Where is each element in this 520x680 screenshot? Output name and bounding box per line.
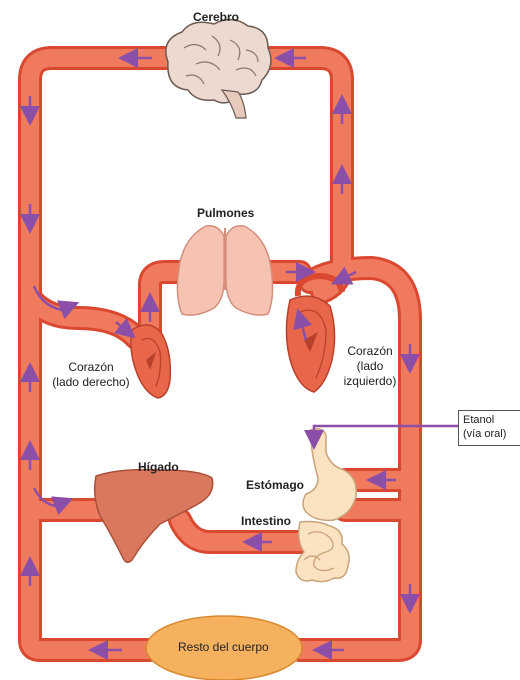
brain-label: Cerebro [193,10,239,25]
stomach-label: Estómago [246,478,304,493]
intestine-label: Intestino [241,514,291,529]
liver-label: Hígado [138,460,179,475]
body-rest-label: Resto del cuerpo [178,640,269,655]
heart-left-label-line2: (lado [357,359,384,373]
heart-right-label-line1: Corazón [68,360,113,374]
heart-left-label: Corazón (lado izquierdo) [334,344,406,389]
intestine-illustration [296,522,349,582]
heart-right-label-line2: (lado derecho) [52,375,129,389]
brain-illustration [166,19,271,118]
heart-left-label-line3: izquierdo) [344,374,397,388]
heart-left-label-line1: Corazón [347,344,392,358]
ethanol-path [314,426,458,440]
lungs-illustration [177,226,272,315]
stomach-illustration [303,429,356,520]
ethanol-label-box: Etanol (vía oral) [458,410,520,446]
heart-right-label: Corazón (lado derecho) [36,360,146,390]
lungs-label: Pulmones [197,206,254,221]
ethanol-label-line2: (vía oral) [463,427,520,441]
ethanol-label-line1: Etanol [463,413,520,427]
